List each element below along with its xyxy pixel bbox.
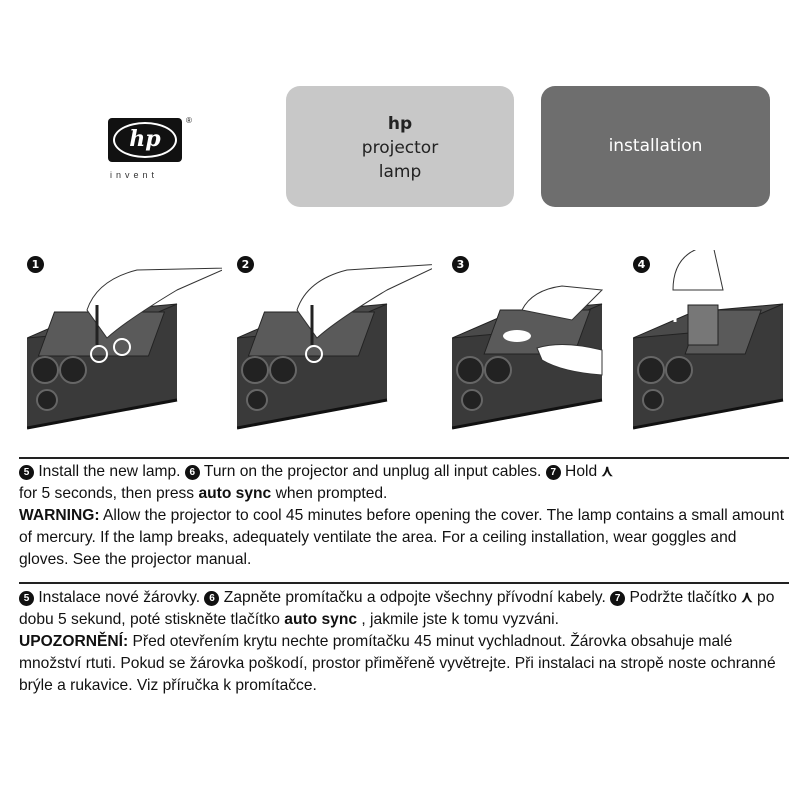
product-brand: hp bbox=[387, 114, 413, 134]
step-2-illustration: 2 bbox=[237, 250, 432, 440]
step-7-text-b: po dobu 5 sekund, poté stiskněte tlačítk… bbox=[19, 589, 775, 628]
step-6-text: Zapněte promítačku a odpojte všechny pří… bbox=[219, 589, 611, 606]
section-title: installation bbox=[608, 136, 703, 156]
step-4-illustration: 4 bbox=[633, 250, 808, 440]
czech-instructions: 5 Instalace nové žárovky. 6 Zapněte prom… bbox=[19, 587, 789, 697]
step-5-bullet: 5 bbox=[19, 465, 34, 480]
warning-text: Allow the projector to cool 45 minutes b… bbox=[19, 507, 785, 568]
warning-label: UPOZORNĚNÍ: bbox=[19, 633, 129, 650]
step-7-bullet: 7 bbox=[610, 591, 626, 606]
step-number: 3 bbox=[452, 256, 469, 273]
hp-logo-mark: hp bbox=[113, 122, 177, 158]
section-title-box: installation bbox=[541, 86, 770, 207]
step-1-illustration: 1 bbox=[27, 250, 222, 440]
english-divider bbox=[19, 457, 789, 459]
step-7-bullet: 7 bbox=[545, 465, 561, 480]
warning-label: WARNING: bbox=[19, 507, 100, 524]
step-7-text-a: Podržte tlačítko bbox=[625, 589, 742, 606]
auto-sync-label: auto sync bbox=[284, 611, 358, 628]
step-5-text: Install the new lamp. bbox=[34, 463, 185, 480]
czech-divider bbox=[19, 582, 789, 584]
step-7-text-c: when prompted. bbox=[271, 485, 388, 502]
step-7-text-a: Hold bbox=[560, 463, 602, 480]
step-number: 2 bbox=[237, 256, 254, 273]
step-number: 1 bbox=[27, 256, 44, 273]
english-instructions: 5 Install the new lamp. 6 Turn on the pr… bbox=[19, 461, 789, 571]
hp-logo-badge: hp bbox=[108, 118, 182, 162]
product-line-1: projector bbox=[361, 138, 439, 158]
step-5-text: Instalace nové žárovky. bbox=[34, 589, 205, 606]
up-caret-icon: ⋏ bbox=[601, 463, 613, 480]
up-caret-icon: ⋏ bbox=[741, 589, 753, 606]
step-6-bullet: 6 bbox=[184, 465, 200, 480]
hp-logo: hp ® invent bbox=[108, 116, 204, 188]
registered-mark: ® bbox=[186, 116, 192, 125]
projector-drawing bbox=[27, 267, 222, 430]
auto-sync-label: auto sync bbox=[198, 485, 272, 502]
projector-drawing bbox=[452, 285, 604, 430]
step-number: 4 bbox=[633, 256, 650, 273]
product-title-box: hp projector lamp bbox=[286, 86, 514, 207]
projector-drawing bbox=[633, 250, 784, 430]
product-line-2: lamp bbox=[378, 162, 422, 182]
step-7-text-c: , jakmile jste k tomu vyzváni. bbox=[357, 611, 559, 628]
step-5-bullet: 5 bbox=[19, 591, 34, 606]
step-3-illustration: 3 bbox=[452, 250, 647, 440]
step-6-bullet: 6 bbox=[204, 591, 220, 606]
step-6-text: Turn on the projector and unplug all inp… bbox=[199, 463, 546, 480]
logo-tagline: invent bbox=[110, 170, 159, 180]
step-7-text-b: for 5 seconds, then press bbox=[19, 485, 199, 502]
warning-text: Před otevřením krytu nechte promítačku 4… bbox=[19, 633, 776, 694]
projector-drawing bbox=[237, 264, 432, 430]
